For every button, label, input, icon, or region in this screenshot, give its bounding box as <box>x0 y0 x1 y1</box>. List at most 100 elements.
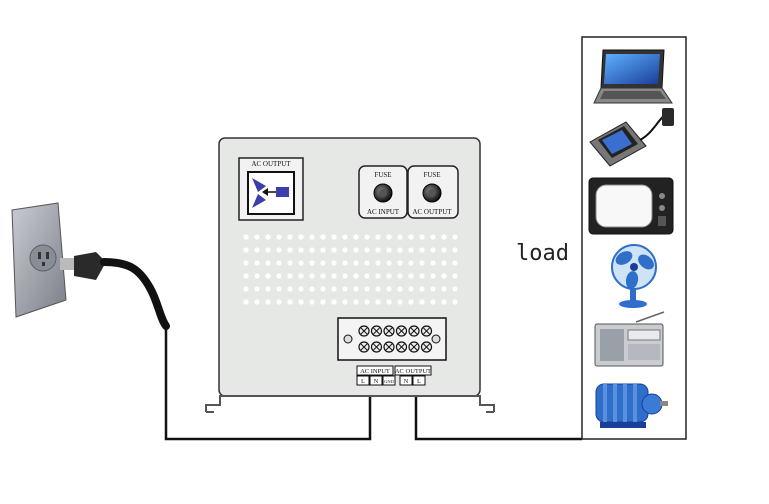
phone-charger-icon <box>589 108 674 167</box>
fuse-output-title: FUSE <box>423 171 440 179</box>
vent-hole <box>430 260 436 266</box>
terminal-pin-label: N <box>404 378 409 385</box>
vent-hole <box>452 234 458 240</box>
vent-hole <box>353 260 359 266</box>
vent-hole <box>287 260 293 266</box>
vent-hole <box>265 234 271 240</box>
terminal-pin-label: L <box>417 378 421 385</box>
vent-hole <box>287 234 293 240</box>
vent-hole <box>364 286 370 292</box>
vent-hole <box>298 234 304 240</box>
vent-hole <box>452 299 458 305</box>
fuse-ac-input[interactable]: FUSE AC INPUT <box>358 165 408 219</box>
vent-hole <box>265 273 271 279</box>
wall-outlet <box>11 202 67 318</box>
vent-hole <box>397 273 403 279</box>
radio-icon <box>594 311 665 367</box>
vent-hole <box>452 260 458 266</box>
vent-hole <box>452 286 458 292</box>
vent-hole <box>298 260 304 266</box>
vent-hole <box>276 234 282 240</box>
vent-hole <box>364 234 370 240</box>
terminal-screw-icon[interactable] <box>383 325 395 337</box>
vent-hole <box>320 273 326 279</box>
vent-hole <box>331 299 337 305</box>
vent-hole <box>441 247 447 253</box>
vent-hole <box>298 286 304 292</box>
terminal-pin-cell <box>369 375 383 386</box>
vent-hole <box>276 273 282 279</box>
vent-hole <box>419 286 425 292</box>
vent-hole <box>254 260 260 266</box>
tv-icon <box>588 177 674 235</box>
vent-hole <box>419 260 425 266</box>
vent-hole <box>386 247 392 253</box>
vent-hole <box>408 286 414 292</box>
ventilation-grid <box>243 234 458 305</box>
vent-hole <box>408 247 414 253</box>
vent-hole <box>254 247 260 253</box>
terminal-pin-cell <box>382 375 396 386</box>
terminal-pin-label: N <box>374 378 379 385</box>
vent-hole <box>309 286 315 292</box>
vent-hole <box>254 299 260 305</box>
vent-hole <box>441 299 447 305</box>
terminal-screw-icon[interactable] <box>370 325 383 337</box>
vent-hole <box>408 273 414 279</box>
fuse-ac-output[interactable]: FUSE AC OUTPUT <box>407 165 459 219</box>
vent-hole <box>298 273 304 279</box>
vent-hole <box>331 273 337 279</box>
vent-hole <box>276 247 282 253</box>
vent-hole <box>364 273 370 279</box>
vent-hole <box>441 273 447 279</box>
terminal-screw-icon[interactable] <box>358 341 370 353</box>
vent-hole <box>408 260 414 266</box>
vent-hole <box>265 286 271 292</box>
vent-hole <box>331 286 337 292</box>
vent-hole <box>331 260 337 266</box>
terminal-pin-label: L <box>361 378 365 385</box>
vent-hole <box>430 273 436 279</box>
vent-hole <box>287 286 293 292</box>
vent-hole <box>430 286 436 292</box>
vent-hole <box>397 286 403 292</box>
terminal-screw-icon[interactable] <box>395 325 408 337</box>
vent-hole <box>243 247 249 253</box>
vent-hole <box>320 299 326 305</box>
terminal-screw-icon[interactable] <box>420 341 433 353</box>
vent-hole <box>331 247 337 253</box>
terminal-screw-icon[interactable] <box>408 325 420 337</box>
vent-hole <box>265 260 271 266</box>
vent-hole <box>298 299 304 305</box>
vent-hole <box>364 247 370 253</box>
terminal-screw-icon[interactable] <box>383 341 395 353</box>
vent-hole <box>320 260 326 266</box>
vent-hole <box>287 299 293 305</box>
terminal-screw-icon[interactable] <box>358 325 370 337</box>
terminal-pin-cell <box>412 375 426 386</box>
ac-output-socket-label: AC OUTPUT <box>251 160 291 168</box>
vent-hole <box>309 234 315 240</box>
terminal-output-group-label: AC OUTPUT <box>395 368 431 375</box>
vent-hole <box>441 234 447 240</box>
terminal-screw-icon[interactable] <box>395 341 408 353</box>
terminal-screw-icon[interactable] <box>408 341 420 353</box>
vent-hole <box>386 299 392 305</box>
vent-hole <box>309 247 315 253</box>
vent-hole <box>364 260 370 266</box>
terminal-screw-icon[interactable] <box>370 341 383 353</box>
terminal-screw-icon[interactable] <box>420 325 433 337</box>
vent-hole <box>353 299 359 305</box>
vent-hole <box>276 260 282 266</box>
vent-hole <box>243 234 249 240</box>
vent-hole <box>276 286 282 292</box>
vent-hole <box>342 273 348 279</box>
vent-hole <box>430 247 436 253</box>
vent-hole <box>386 273 392 279</box>
vent-hole <box>419 247 425 253</box>
vent-hole <box>309 260 315 266</box>
vent-hole <box>320 234 326 240</box>
vent-hole <box>342 260 348 266</box>
vent-hole <box>375 247 381 253</box>
vent-hole <box>298 247 304 253</box>
